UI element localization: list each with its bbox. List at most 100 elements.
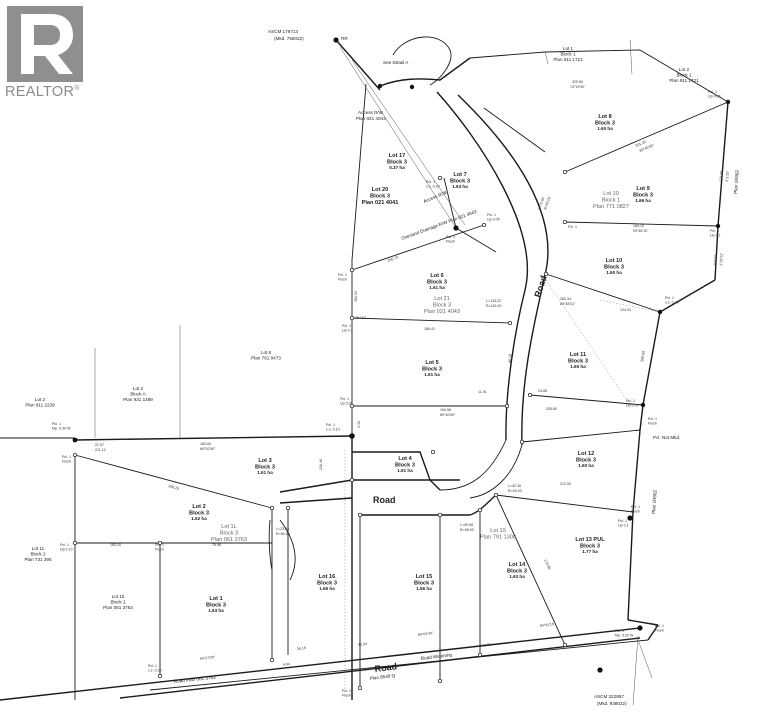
measurement: 9.94 bbox=[283, 662, 290, 667]
measurement: 84°03'40" bbox=[418, 631, 434, 637]
measurement: 256.73 bbox=[387, 255, 399, 263]
measurement: 46.19 bbox=[508, 354, 512, 363]
measurement: 89°48'51" bbox=[560, 302, 576, 306]
measurement: 208.26 bbox=[168, 484, 180, 491]
access-rw-plan: Plan 021 4043 bbox=[356, 116, 386, 121]
measurement: R=95.00 bbox=[543, 196, 551, 210]
measurement: 89°40'00" bbox=[440, 413, 456, 417]
ascm-se-label: ASCM 322897 bbox=[594, 694, 624, 699]
realtor-r-icon bbox=[7, 6, 83, 82]
survey-pins bbox=[72, 37, 731, 691]
measurement: 38.34 bbox=[358, 642, 367, 647]
measurement: 325.84 bbox=[572, 80, 583, 84]
measurement: 11.91 bbox=[478, 390, 487, 394]
plan-east-label: Plan 1R862 bbox=[733, 169, 740, 194]
measurement: 269.69 bbox=[640, 351, 646, 363]
plan-east-label-2: Plan 1R862 bbox=[651, 489, 658, 514]
measurement: 211.12 bbox=[95, 448, 106, 452]
detail-label: See Detail A bbox=[383, 60, 409, 65]
ascm-nw-mkd: (Mkd. 756022) bbox=[274, 36, 304, 41]
measurement: 173.08 bbox=[719, 171, 724, 182]
measurement: 212.53 bbox=[560, 482, 571, 486]
road-label-main: Road bbox=[373, 495, 396, 505]
measurement: 205.80 bbox=[546, 407, 557, 411]
lot-name: Lot 1 bbox=[563, 46, 574, 51]
measurement: 94°27'00" bbox=[200, 655, 216, 661]
measurement: R=115.00 bbox=[486, 304, 501, 308]
measurement: 124.91 bbox=[620, 308, 631, 312]
measurement: 24.88 bbox=[538, 389, 547, 393]
drainage-rw-label: Overland Drainage R/W Plan 021 4043 bbox=[401, 209, 478, 241]
road-plan-sw: Road Plan 061 3763 bbox=[174, 675, 217, 684]
not-monumented-label: Pcl. Not Mkd. bbox=[653, 435, 680, 440]
measurement: 74°19'00" bbox=[570, 85, 586, 89]
measurements: 325.84 74°19'00" 201.33 89°45'40" 173.08… bbox=[95, 80, 730, 667]
measurement: 542.98 bbox=[480, 643, 491, 648]
access-rw-label-2: Access R/W bbox=[423, 190, 449, 204]
measurement: 2°1'20" bbox=[725, 170, 730, 182]
measurement: 26.16 bbox=[297, 646, 306, 651]
measurement: 280.34 bbox=[560, 297, 571, 301]
measurement: L=133.22 bbox=[486, 299, 501, 303]
registered-mark: ® bbox=[74, 85, 80, 93]
measurement: 119.03 bbox=[713, 255, 718, 266]
access-rw-label: Access R/W bbox=[358, 110, 384, 115]
measurement: 184.01 bbox=[354, 291, 358, 302]
measurement: 186.41 bbox=[424, 327, 435, 331]
measurement: R=98.00 bbox=[460, 528, 474, 532]
measurement: L=75.90 bbox=[537, 197, 545, 211]
measurement: L=99.98 bbox=[460, 523, 473, 527]
measurement: 201.33 bbox=[635, 140, 647, 148]
measurement: 184.10 bbox=[633, 224, 644, 228]
measurement: 183.10 bbox=[110, 543, 121, 547]
ascm-nw-rr: RR bbox=[341, 36, 348, 41]
road-label-culdesac: Road bbox=[532, 274, 548, 298]
road-widening-label: Road Widening bbox=[421, 652, 453, 661]
measurement: 84°02'15" bbox=[540, 622, 556, 628]
